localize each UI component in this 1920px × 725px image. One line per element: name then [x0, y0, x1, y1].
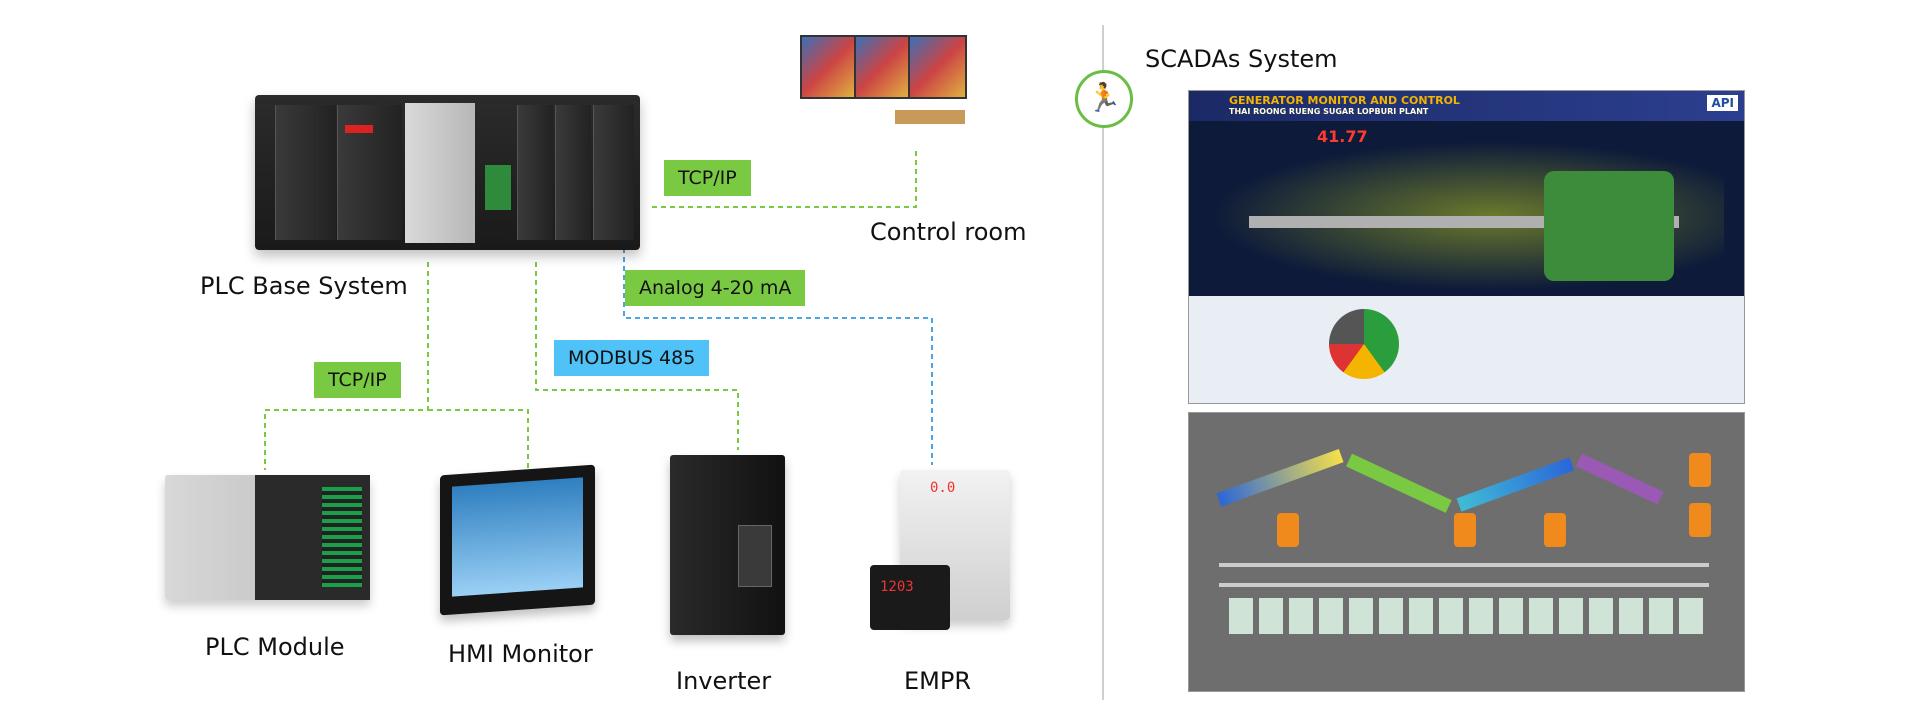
api-logo: API [1707, 95, 1738, 111]
inverter-display [738, 525, 772, 587]
scada-header: GENERATOR MONITOR AND CONTROL THAI ROONG… [1189, 91, 1744, 121]
scada-header-title: GENERATOR MONITOR AND CONTROL [1229, 94, 1460, 107]
modbus-tag: MODBUS 485 [554, 340, 710, 376]
hmi-monitor-image [440, 464, 595, 616]
section-divider [1102, 25, 1104, 700]
conveyor-belt [1576, 453, 1664, 505]
scada-generator-screen: GENERATOR MONITOR AND CONTROL THAI ROONG… [1188, 90, 1745, 404]
wire-tcpip-control-room [652, 147, 917, 208]
generator-block [1544, 171, 1674, 281]
wire-tcpip-left [264, 262, 429, 470]
scada-process-screen [1188, 412, 1745, 692]
inverter-image [670, 455, 785, 635]
scada-control-panel [1189, 296, 1744, 403]
running-person-icon: 🏃 [1075, 70, 1133, 128]
conveyor-belt [1346, 453, 1452, 513]
empr-image: 0.0 1203 [870, 470, 1015, 630]
video-wall-screen [854, 35, 910, 99]
tank-icon [1277, 513, 1299, 547]
rack-module [555, 105, 591, 240]
wire-modbus [535, 262, 739, 450]
video-wall-screen [908, 35, 967, 99]
video-wall-screen [800, 35, 856, 99]
plc-base-label: PLC Base System [200, 272, 408, 300]
tank-icon [1689, 503, 1711, 537]
plc-base-rack [255, 95, 640, 250]
inverter-label: Inverter [676, 667, 772, 695]
scada-title: SCADAs System [1145, 45, 1338, 73]
plc-module-image [165, 475, 370, 600]
rack-brand-strip [345, 125, 373, 133]
rack-module [517, 105, 553, 240]
control-room-label: Control room [870, 218, 1027, 246]
pipe-line [1219, 583, 1709, 587]
rack-module [275, 105, 336, 240]
pipe-line [1219, 563, 1709, 567]
hmi-monitor-label: HMI Monitor [448, 640, 593, 668]
conveyor-belt [1456, 457, 1575, 512]
rack-terminal [485, 165, 511, 210]
power-gauge-icon [1329, 309, 1399, 379]
conveyor-belt [1216, 448, 1344, 507]
empr-top-readout: 0.0 [930, 480, 956, 496]
main-reading: 41.77 [1317, 127, 1368, 146]
control-room-image [800, 35, 970, 155]
control-desk [895, 110, 965, 124]
plc-module-pins [322, 487, 362, 587]
rack-cpu [405, 103, 475, 243]
empr-label: EMPR [904, 667, 972, 695]
plc-module-label: PLC Module [205, 633, 345, 661]
tank-icon [1454, 513, 1476, 547]
hmi-screen [452, 477, 583, 597]
empr-display-panel: 1203 [870, 565, 950, 630]
process-cells [1229, 598, 1709, 634]
analog-tag: Analog 4-20 mA [625, 270, 806, 306]
wire-analog [623, 230, 933, 465]
empr-panel-readout: 1203 [880, 579, 914, 595]
wire-tcpip-hmi [428, 409, 529, 468]
tcpip-tag-top: TCP/IP [664, 160, 751, 196]
tcpip-tag-left: TCP/IP [314, 362, 401, 398]
tank-icon [1689, 453, 1711, 487]
tank-icon [1544, 513, 1566, 547]
scada-header-subtitle: THAI ROONG RUENG SUGAR LOPBURI PLANT [1229, 107, 1429, 116]
rack-module [593, 105, 634, 240]
